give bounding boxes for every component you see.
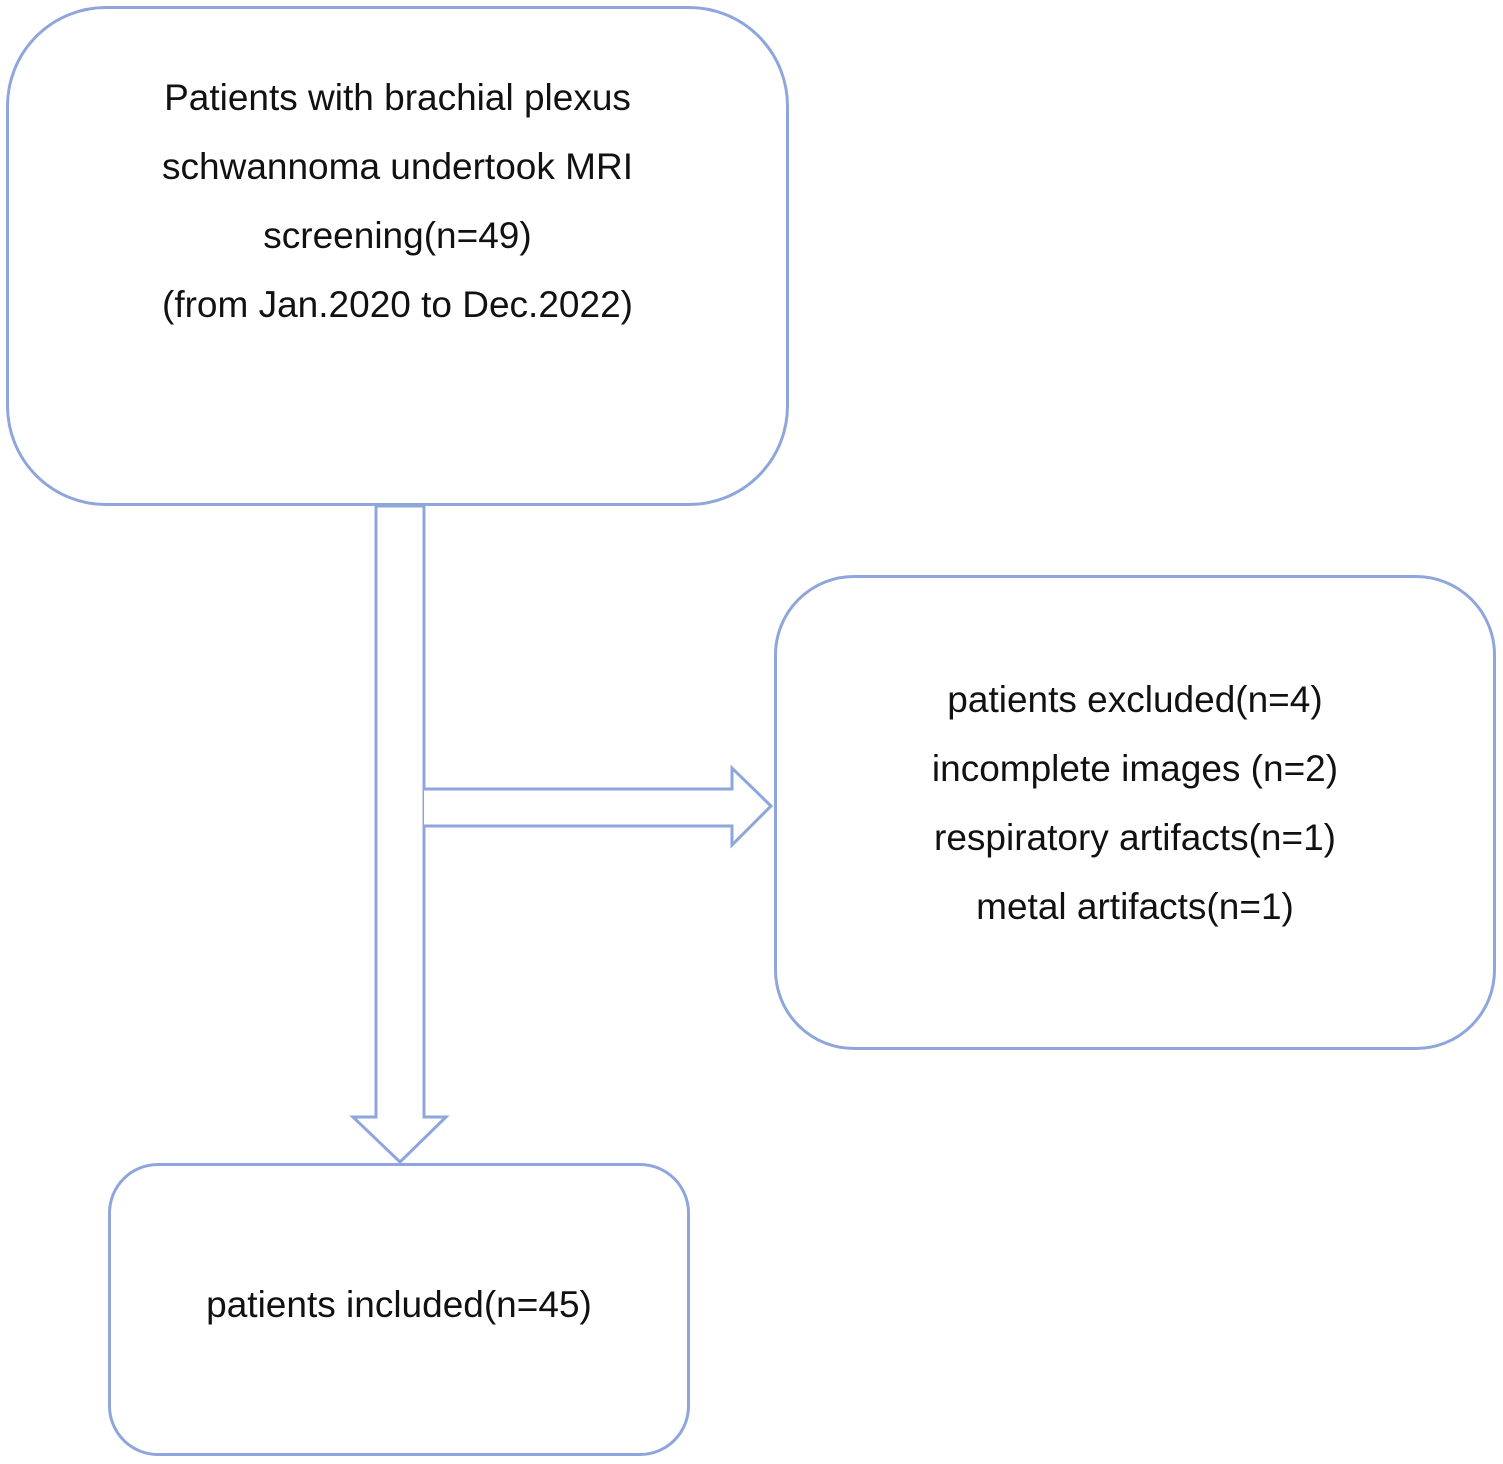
screening-line: screening(n=49) — [263, 215, 532, 256]
excluded-box: patients excluded(n=4) incomplete images… — [774, 575, 1496, 1050]
included-box: patients included(n=45) — [108, 1163, 690, 1456]
screening-line: (from Jan.2020 to Dec.2022) — [162, 284, 633, 325]
screening-box: Patients with brachial plexus schwannoma… — [6, 6, 789, 506]
excluded-line: metal artifacts(n=1) — [976, 885, 1294, 927]
included-line: patients included(n=45) — [206, 1284, 592, 1325]
down-arrow — [349, 504, 450, 1165]
excluded-line: incomplete images (n=2) — [931, 747, 1339, 789]
excluded-line: respiratory artifacts(n=1) — [934, 816, 1336, 858]
excluded-line: patients excluded(n=4) — [947, 678, 1323, 720]
right-arrow — [424, 764, 774, 849]
screening-line: schwannoma undertook MRI — [162, 146, 633, 187]
screening-line: Patients with brachial plexus — [164, 77, 631, 118]
